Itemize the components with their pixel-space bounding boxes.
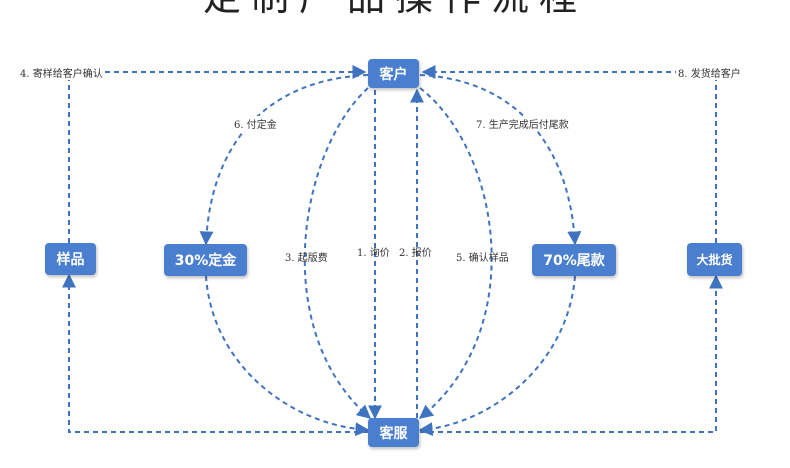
arrow-pay-deposit: [199, 74, 369, 246]
node-service: 客服: [368, 418, 419, 447]
arrow-balance-to-service: [418, 275, 576, 437]
arrow-deposit-to-service: [205, 275, 370, 437]
arrow-send-sample: [62, 273, 368, 433]
node-customer: 客户: [368, 59, 419, 88]
label-step-2: 2. 报价: [399, 248, 432, 259]
label-step-1: 1. 询价: [357, 248, 390, 259]
label-step-4: 4. 寄样给客户确认: [20, 65, 105, 80]
label-step-8: 8. 发货给客户: [676, 65, 741, 80]
arrow-pay-balance: [419, 74, 582, 246]
node-bulk: 大批货: [687, 243, 742, 276]
node-deposit: 30%定金: [164, 244, 247, 276]
diagram-title: 定制产品操作流程: [0, 0, 790, 21]
label-step-7: 7. 生产完成后付尾款: [476, 116, 569, 131]
label-step-6: 6. 付定金: [234, 116, 277, 131]
arrow-service-to-bulk: [420, 274, 723, 433]
label-step-3: 3. 起版费: [285, 253, 328, 264]
arrow-confirm-sample: [418, 87, 493, 419]
node-balance: 70%尾款: [532, 244, 616, 276]
arrow-sample-fee: [303, 87, 372, 419]
arrow-ship-to-customer: [421, 65, 717, 243]
node-sample: 样品: [45, 243, 96, 275]
arrow-sample-to-customer: [68, 65, 367, 243]
label-step-5: 5. 确认样品: [456, 253, 509, 264]
